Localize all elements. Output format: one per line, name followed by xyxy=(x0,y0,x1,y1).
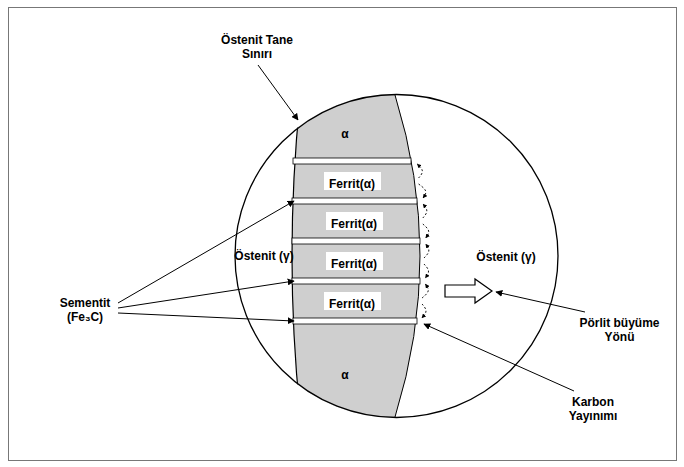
diffusion-arrow xyxy=(424,244,429,258)
diffusion-arrow xyxy=(419,184,426,198)
growth-label: Pörlit büyüme Yönü xyxy=(572,316,667,344)
growth-front xyxy=(395,90,420,425)
diffusion-arrow xyxy=(417,164,422,178)
ferrite-region: α xyxy=(336,363,354,381)
phase-label: Ferrit(α) xyxy=(329,297,375,311)
leader-line xyxy=(258,65,298,120)
leader-line xyxy=(496,292,585,312)
phase-label: α xyxy=(341,368,348,382)
diffusion-arrow xyxy=(422,304,426,318)
phase-label: Ferrit(α) xyxy=(329,177,375,191)
growth-arrow xyxy=(445,279,492,303)
leader-line xyxy=(118,201,294,303)
phase-label: Östenit (γ) xyxy=(234,249,294,263)
ferrite-lamella: Ferrit(α) xyxy=(326,212,383,230)
phase-label: Östenit (γ) xyxy=(475,250,537,264)
diffusion-arrow xyxy=(423,204,427,218)
phase-label: Ferrit(α) xyxy=(331,217,377,231)
cementite-label: Sementit (Fe₃C) xyxy=(50,296,120,324)
grain-circle xyxy=(235,95,558,418)
diffusion-arrow xyxy=(423,224,429,238)
cementite-lamella xyxy=(292,198,417,204)
pearlite-colony xyxy=(292,90,420,425)
frame xyxy=(9,8,677,461)
cementite-lamella xyxy=(292,278,420,284)
austenite-grain: αFerrit(α)Ferrit(α)Ferrit(α)Ferrit(α)αÖs… xyxy=(233,93,559,419)
cementite-lamella xyxy=(292,238,420,244)
phase-label: Ferrit(α) xyxy=(331,257,377,271)
phase-label: α xyxy=(341,127,348,141)
ferrite-region: α xyxy=(336,122,354,140)
diffusion-arrow xyxy=(424,264,429,278)
boundary-label: Östenit Tane Sınırı xyxy=(212,33,302,61)
ferrite-lamella: Ferrit(α) xyxy=(324,172,381,190)
ferrite-lamella: Ferrit(α) xyxy=(324,292,381,310)
ferrite-lamella: Ferrit(α) xyxy=(326,252,383,270)
ferrite-region xyxy=(292,90,420,425)
leader-line xyxy=(118,313,294,321)
leader-line xyxy=(118,281,294,308)
cementite-lamella xyxy=(293,318,417,324)
diffusion-label: Karbon Yayınımı xyxy=(560,395,626,423)
carbon-diffusion-arrows xyxy=(417,164,429,318)
cementite-lamella xyxy=(293,158,411,164)
diffusion-arrow xyxy=(422,284,428,298)
